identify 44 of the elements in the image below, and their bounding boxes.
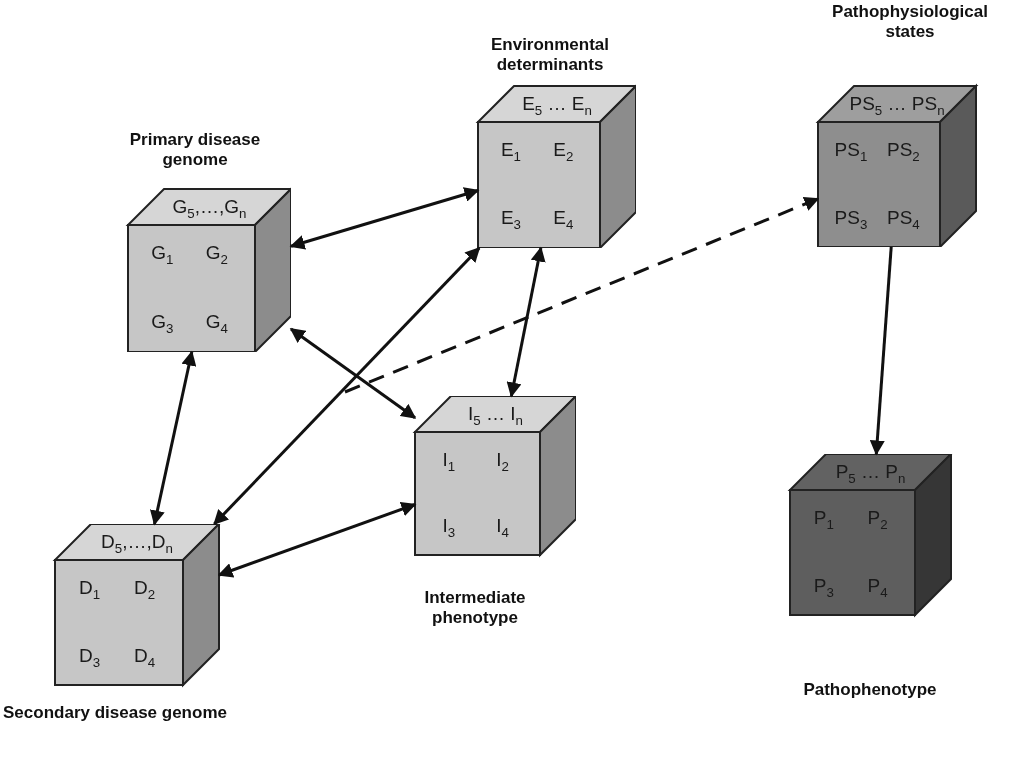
element-label: G$_{5}$,…,G$_{n}$ xyxy=(172,197,247,221)
element-label: G$_{3}$ xyxy=(151,312,174,336)
element-label: P$_{4}$ xyxy=(867,575,888,600)
element-label: E$_{3}$ xyxy=(500,208,521,232)
element-label: D$_{4}$ xyxy=(134,645,156,670)
arrow xyxy=(213,246,481,526)
cube-title: Pathophysiological states xyxy=(831,2,989,43)
element-label: D$_{5}$,…,D$_{n}$ xyxy=(101,532,173,556)
element-label: PS$_{3}$ xyxy=(834,207,868,232)
element-label: I$_{2}$ xyxy=(496,449,509,474)
arrow xyxy=(869,246,893,456)
element-label: P$_{5}$ … P$_{n}$ xyxy=(835,462,906,486)
element-label: P$_{3}$ xyxy=(813,575,834,600)
element-label: I$_{4}$ xyxy=(496,516,509,540)
element-label: G$_{4}$ xyxy=(205,312,228,336)
element-label: PS$_{4}$ xyxy=(887,207,920,232)
element-label: E$_{1}$ xyxy=(500,140,521,164)
element-label: I$_{1}$ xyxy=(442,449,456,474)
arrow xyxy=(506,246,546,398)
cube-title: Pathophenotype xyxy=(802,680,938,701)
element-label: PS$_{2}$ xyxy=(887,140,920,164)
cube-title: Secondary disease genome xyxy=(2,703,228,724)
element-label: I$_{3}$ xyxy=(442,516,456,540)
element-label: G$_{2}$ xyxy=(205,243,228,267)
element-label: P$_{1}$ xyxy=(813,508,834,532)
dashed-arrow xyxy=(344,196,820,394)
arrow xyxy=(289,187,480,250)
arrow xyxy=(150,350,197,526)
element-label: PS$_{5}$ … PS$_{n}$ xyxy=(849,94,945,118)
element-label: D$_{1}$ xyxy=(79,578,101,602)
arrow xyxy=(289,327,417,419)
element-label: E$_{2}$ xyxy=(553,140,574,164)
element-label: E$_{4}$ xyxy=(553,208,574,232)
element-label: D$_{2}$ xyxy=(134,578,156,602)
cube-title: Environmental determinants xyxy=(489,35,611,76)
element-label: PS$_{1}$ xyxy=(834,140,868,164)
element-label: D$_{3}$ xyxy=(79,645,101,670)
element-label: E$_{5}$ … E$_{n}$ xyxy=(522,94,592,118)
element-label: P$_{2}$ xyxy=(867,508,888,532)
element-label: G$_{1}$ xyxy=(151,243,174,267)
cube-title: Primary disease genome xyxy=(128,130,262,171)
arrow xyxy=(217,502,417,578)
element-label: I$_{5}$ … I$_{n}$ xyxy=(468,404,523,428)
cube-title: Intermediate phenotype xyxy=(423,588,527,629)
